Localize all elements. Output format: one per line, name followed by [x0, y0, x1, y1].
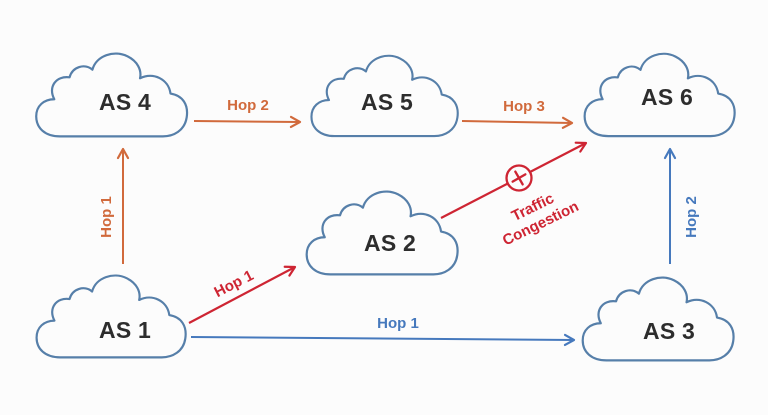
edge-as4-as5	[193, 115, 302, 129]
edge-as5-as6	[461, 116, 574, 129]
traffic-congestion-label: Traffic Congestion	[500, 190, 582, 249]
node-label-as6: AS 6	[641, 84, 693, 110]
node-label-as5: AS 5	[361, 89, 413, 115]
node-label-as1: AS 1	[99, 317, 151, 343]
edge-as1-as3	[190, 333, 576, 347]
congestion-x-stroke	[511, 173, 527, 183]
hop-label-as5-as6: Hop 3	[503, 98, 545, 115]
hop-label-as4-as5: Hop 2	[227, 97, 269, 114]
hop-label-as3-as6: Hop 2	[683, 196, 700, 238]
node-label-as3: AS 3	[643, 318, 695, 344]
hop-label-as1-as4: Hop 1	[98, 196, 115, 238]
node-label-as2: AS 2	[364, 230, 416, 256]
hop-label-as1-as3: Hop 1	[377, 315, 419, 332]
node-label-as4: AS 4	[99, 89, 151, 115]
edge-as1-as2	[188, 265, 297, 324]
hop-label-as1-as2: Hop 1	[212, 267, 257, 301]
congestion-x-icon	[505, 164, 533, 192]
